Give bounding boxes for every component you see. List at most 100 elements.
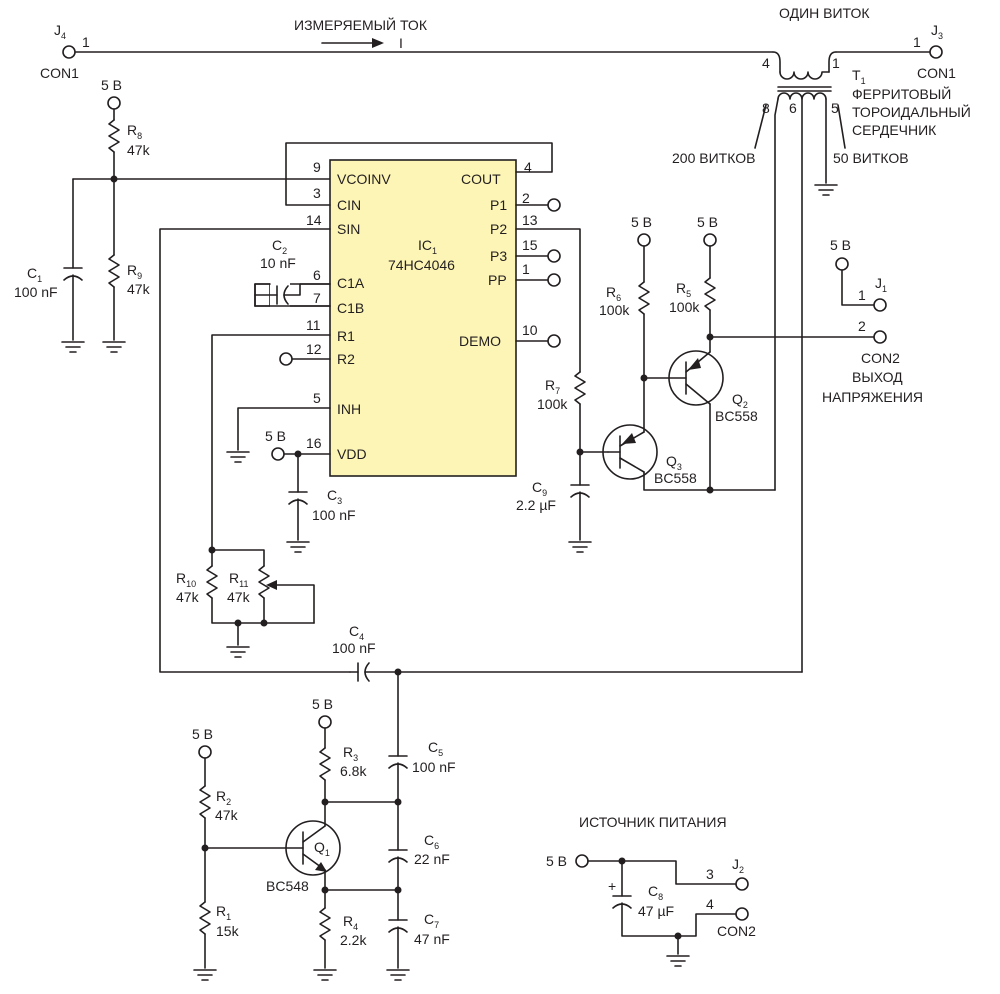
pin-c1b-num: 7 (313, 290, 321, 306)
current-arrow (321, 38, 384, 48)
t1-desc-3: СЕРДЕЧНИК (852, 122, 937, 138)
j3-pin: 1 (913, 34, 921, 50)
j1-type: CON2 (861, 350, 900, 366)
j1-supply-terminal[interactable] (835, 257, 849, 271)
r5-supply-terminal[interactable] (703, 233, 717, 247)
pin-cin-name: CIN (337, 197, 361, 213)
c7-capacitor (388, 919, 408, 969)
ic1-part: 74HC4046 (388, 257, 455, 273)
r9-label: R9 (127, 262, 142, 281)
j2-pin3-terminal[interactable] (735, 877, 749, 891)
pin-c1a-name: C1A (337, 275, 365, 291)
r4-value: 2.2k (340, 932, 367, 948)
c8-label: C8 (648, 883, 663, 902)
c7-value: 47 nF (414, 931, 450, 947)
pin-demo-num: 10 (522, 322, 538, 338)
t1-pin-4: 4 (762, 55, 770, 71)
r10-resistor (206, 549, 265, 624)
pin-p3-name: P3 (490, 248, 507, 264)
transformer-t1 (774, 71, 832, 673)
output-label-2: НАПРЯЖЕНИЯ (822, 389, 923, 405)
r3-supply-terminal[interactable] (318, 715, 332, 729)
one-turn-label: ОДИН ВИТОК (779, 5, 870, 21)
p1-terminal[interactable] (547, 198, 561, 212)
r10-value: 47k (176, 589, 200, 605)
q3-label: Q3 (666, 453, 682, 472)
r2-pin-terminal[interactable] (279, 352, 293, 366)
pin-p1-num: 2 (522, 190, 530, 206)
c9-capacitor (570, 484, 590, 541)
pin-cout-name: COUT (461, 171, 501, 187)
r2-label: R2 (216, 788, 231, 807)
c6-label: C6 (424, 832, 439, 851)
j1-supply-label: 5 В (830, 237, 851, 253)
c8-polarity: + (608, 878, 616, 894)
r2-value: 47k (215, 807, 239, 823)
r8-supply-terminal[interactable] (107, 96, 121, 110)
vdd-supply-label: 5 В (265, 428, 286, 444)
c4-value: 100 nF (332, 640, 376, 656)
pin-vcoinv-name: VCOINV (337, 171, 391, 187)
j1-pin1-num: 1 (858, 287, 866, 303)
c3-label: C3 (327, 487, 342, 506)
q1-transistor (204, 820, 341, 909)
pin-vdd-name: VDD (337, 446, 367, 462)
ps-supply-terminal[interactable] (575, 854, 589, 868)
pin-r1-num: 11 (306, 317, 321, 333)
p3-terminal[interactable] (547, 249, 561, 263)
r1-resistor (199, 901, 211, 969)
r10-label: R10 (176, 570, 196, 589)
c2-label: C2 (272, 237, 287, 256)
q2-transistor (643, 350, 724, 491)
c9-label: C9 (532, 479, 547, 498)
pin-sin-num: 14 (306, 212, 322, 228)
pin-vdd-num: 16 (306, 435, 322, 451)
r4-resistor (319, 907, 331, 969)
r2-resistor (199, 757, 211, 903)
turns-200-label: 200 ВИТКОВ (672, 150, 755, 166)
j1-pin2-num: 2 (858, 318, 866, 334)
t1-desc-2: ТОРОИДАЛЬНЫЙ (852, 103, 971, 120)
q3-value: BC558 (654, 470, 697, 486)
r8-resistor (108, 108, 120, 341)
pp-terminal[interactable] (547, 273, 561, 287)
r5-supply-label: 5 В (697, 214, 718, 230)
r11-label: R11 (229, 570, 248, 589)
r7-value: 100k (537, 396, 568, 412)
power-supply-label: ИСТОЧНИК ПИТАНИЯ (579, 814, 727, 830)
j1-pin2-terminal[interactable] (873, 330, 887, 344)
j3-terminal[interactable] (929, 45, 943, 59)
r8-supply-label: 5 В (101, 77, 122, 93)
vdd-supply-terminal[interactable] (271, 447, 285, 461)
t1-desc-1: ФЕРРИТОВЫЙ (852, 85, 951, 102)
r1-value: 15k (216, 923, 240, 939)
c2-plates (254, 283, 331, 307)
pin-p3-num: 15 (522, 237, 538, 253)
pin-r1-name: R1 (337, 328, 355, 344)
c6-value: 22 nF (414, 851, 450, 867)
c1-value: 100 nF (14, 284, 58, 300)
r6-supply-terminal[interactable] (637, 233, 651, 247)
j2-type: CON2 (717, 923, 756, 939)
j1-pin1-terminal[interactable] (873, 298, 887, 312)
r3-label: R3 (343, 744, 358, 763)
c4-capacitor (349, 662, 803, 682)
demo-terminal[interactable] (547, 334, 561, 348)
measured-current-line (74, 51, 931, 73)
q2-value: BC558 (715, 408, 758, 424)
j3-type: CON1 (917, 65, 956, 81)
ps-supply-label: 5 В (546, 853, 567, 869)
r5-resistor (704, 245, 716, 353)
r3-supply-label: 5 В (312, 696, 333, 712)
r8-label: R8 (127, 122, 142, 141)
r6-label: R6 (606, 284, 621, 303)
q2-label: Q2 (732, 391, 748, 410)
j4-terminal[interactable] (62, 45, 76, 59)
r3-resistor (319, 727, 331, 827)
j2-pin4-terminal[interactable] (735, 907, 749, 921)
pin-vcoinv-num: 9 (313, 159, 321, 175)
r1-label: R1 (216, 903, 231, 922)
r2-supply-terminal[interactable] (198, 745, 212, 759)
r2-supply-label: 5 В (192, 726, 213, 742)
